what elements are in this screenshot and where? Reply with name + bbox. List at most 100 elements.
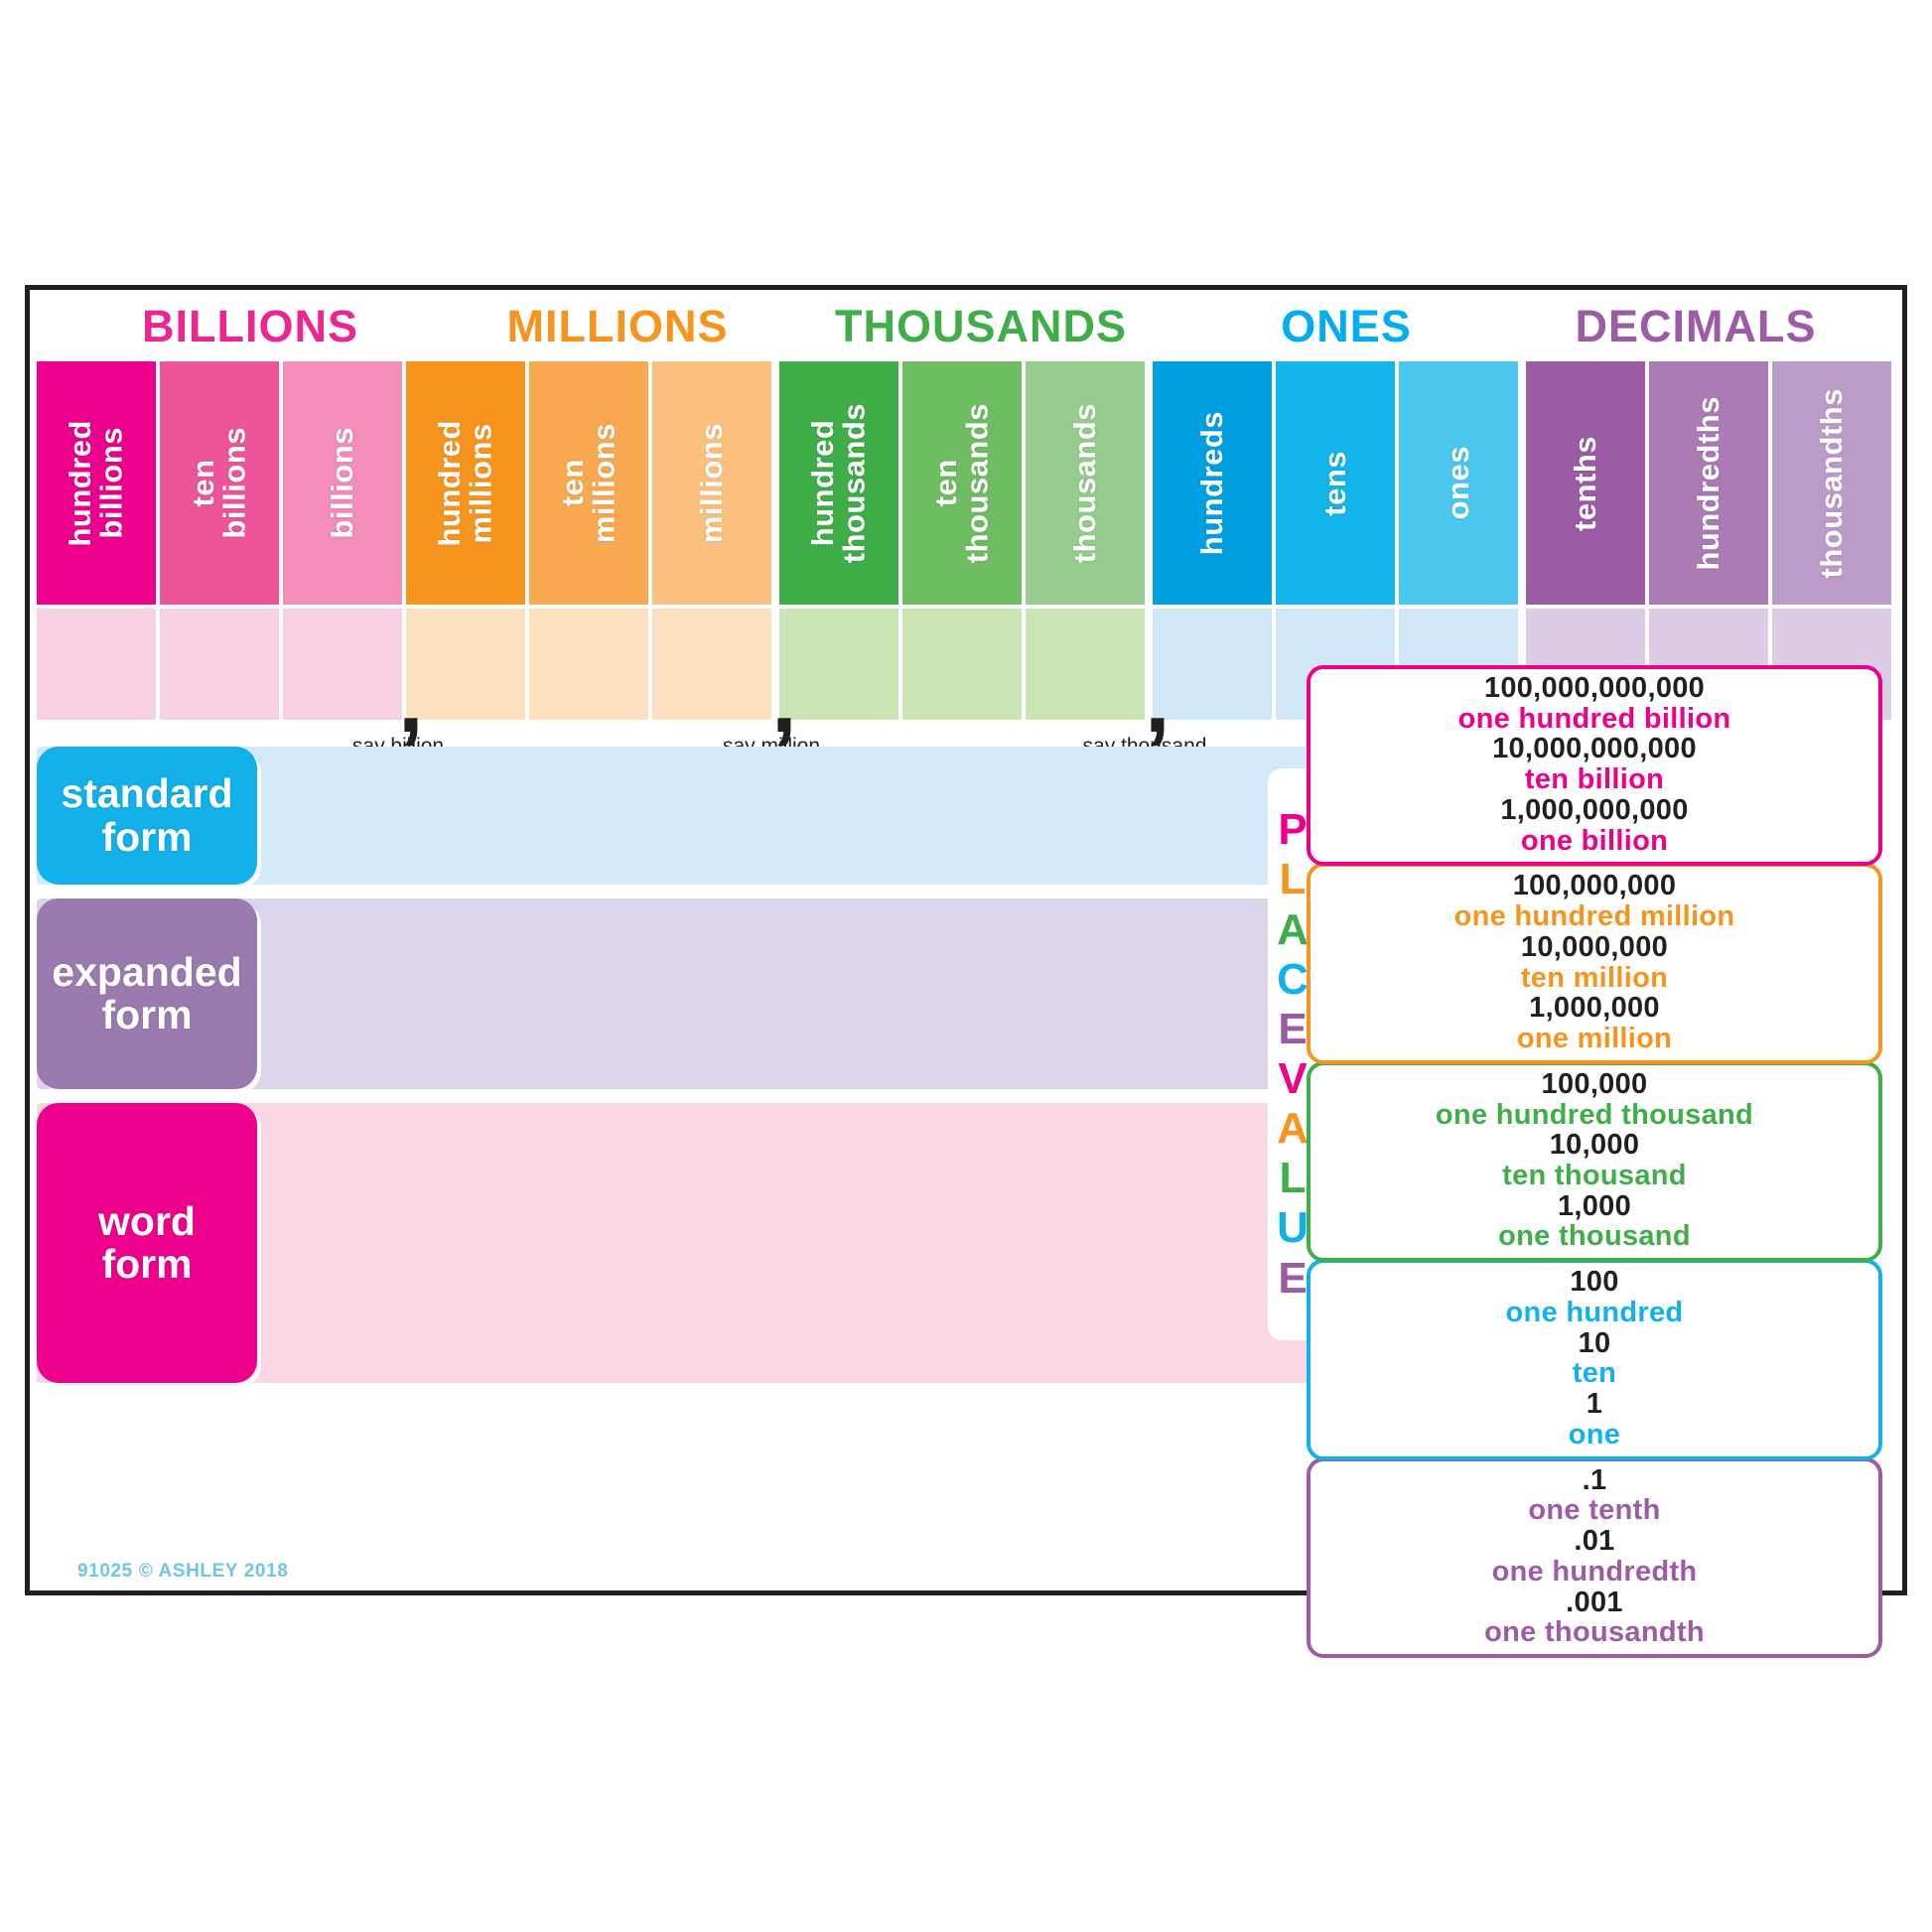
legend-number: 1 xyxy=(1586,1388,1603,1421)
place-value-column-thousands: thousands xyxy=(1026,361,1145,605)
place-value-column-hundred-billions: hundred billions xyxy=(37,361,156,605)
legend-word: one hundred thousand xyxy=(1435,1098,1754,1131)
column-label: hundreds xyxy=(1194,410,1230,556)
write-on-cell[interactable] xyxy=(283,609,402,720)
legend-number: 10,000,000,000 xyxy=(1492,733,1697,765)
form-row-word: word form xyxy=(37,1103,1462,1383)
place-value-letter: L xyxy=(1279,1154,1307,1203)
legend-word: ten xyxy=(1572,1357,1617,1390)
place-value-column-hundred-thousands: hundred thousands xyxy=(779,361,898,605)
place-value-column-billions: billions xyxy=(283,361,402,605)
write-on-cell[interactable] xyxy=(529,609,648,720)
legend-number: 100,000 xyxy=(1541,1067,1648,1100)
group-heading-millions: MILLIONS xyxy=(506,301,729,351)
form-row-label: word form xyxy=(98,1197,196,1287)
legend-number: 10,000 xyxy=(1549,1129,1640,1162)
form-row-label-tab: word form xyxy=(37,1103,257,1383)
form-row-writing-area[interactable] xyxy=(37,1103,1462,1383)
legend-number: 1,000,000 xyxy=(1529,992,1660,1025)
legend-number: 1,000,000,000 xyxy=(1500,793,1689,826)
legend-word: one tenth xyxy=(1528,1494,1661,1527)
place-value-letter: V xyxy=(1278,1054,1308,1103)
place-value-column-ones: ones xyxy=(1399,361,1518,605)
write-on-cell[interactable] xyxy=(902,609,1022,720)
form-row-label-tab: standard form xyxy=(37,747,257,885)
legend-number: .01 xyxy=(1574,1525,1615,1558)
place-value-letter: L xyxy=(1279,855,1307,904)
comma-separator-icon: , xyxy=(1145,650,1171,752)
column-label: thousandths xyxy=(1814,387,1850,579)
form-row-label: standard form xyxy=(61,770,233,860)
form-row-writing-area[interactable] xyxy=(37,898,1462,1089)
place-value-column-hundredths: hundredths xyxy=(1649,361,1768,605)
legend-word: one thousand xyxy=(1498,1220,1691,1253)
place-value-column-ten-thousands: ten thousands xyxy=(902,361,1022,605)
column-label: hundred thousands xyxy=(805,402,872,564)
column-label: ten millions xyxy=(555,422,621,544)
legend-number: 100,000,000 xyxy=(1512,870,1677,902)
form-row-expanded: expanded form xyxy=(37,898,1462,1089)
group-heading-thousands: THOUSANDS xyxy=(834,301,1127,351)
legend-word: one hundred million xyxy=(1453,900,1735,933)
place-value-column-hundred-millions: hundred millions xyxy=(406,361,525,605)
place-value-column-hundreds: hundreds xyxy=(1153,361,1272,605)
place-value-column-tenths: tenths xyxy=(1526,361,1645,605)
column-label: ten thousands xyxy=(928,402,995,564)
legend-number: 10,000,000 xyxy=(1520,930,1669,963)
place-value-letter: U xyxy=(1277,1203,1309,1253)
place-value-column-ten-billions: ten billions xyxy=(160,361,279,605)
column-label: hundred millions xyxy=(432,419,498,547)
place-value-column-band: hundred billions ten billions billions hund… xyxy=(37,361,1903,605)
column-label: thousands xyxy=(1067,402,1103,564)
write-on-cell[interactable] xyxy=(779,609,898,720)
place-value-letter: P xyxy=(1278,805,1308,855)
place-value-column-tens: tens xyxy=(1276,361,1395,605)
legend-word: one billion xyxy=(1520,824,1669,857)
write-on-cell[interactable] xyxy=(1153,609,1272,720)
legend-word: one hundredth xyxy=(1491,1555,1698,1587)
place-value-letter: E xyxy=(1278,1004,1308,1053)
column-label: ten billions xyxy=(186,427,252,539)
legend-word: ten thousand xyxy=(1502,1160,1687,1192)
copyright-credit: 91025 © ASHLEY 2018 xyxy=(77,1561,289,1582)
write-on-cell[interactable] xyxy=(652,609,771,720)
place-value-letter: A xyxy=(1277,1104,1309,1154)
write-on-cell[interactable] xyxy=(160,609,279,720)
legend-word: one million xyxy=(1516,1023,1673,1055)
place-value-column-thousandths: thousandths xyxy=(1772,361,1891,605)
column-label: tenths xyxy=(1568,435,1603,531)
column-label: millions xyxy=(694,422,730,544)
column-label: hundred billions xyxy=(63,419,129,547)
column-label: hundredths xyxy=(1691,395,1726,571)
comma-separator-icon: , xyxy=(771,650,797,752)
legend-number: 10 xyxy=(1578,1326,1611,1359)
legend-number: .001 xyxy=(1566,1586,1623,1618)
legend-word: ten billion xyxy=(1524,763,1665,796)
group-heading-decimals: DECIMALS xyxy=(1575,301,1817,351)
legend-number: 1,000 xyxy=(1557,1189,1632,1222)
form-row-label: expanded form xyxy=(52,948,242,1037)
legend-word: one hundred xyxy=(1505,1296,1684,1328)
legend-word: one hundred billion xyxy=(1457,702,1731,735)
form-row-label-tab: expanded form xyxy=(37,898,257,1089)
column-label: tens xyxy=(1317,450,1353,516)
legend-number: .1 xyxy=(1582,1463,1607,1496)
write-on-cell[interactable] xyxy=(406,609,525,720)
write-on-cell[interactable] xyxy=(1026,609,1145,720)
legend-number: 100 xyxy=(1570,1266,1619,1299)
write-on-cell[interactable] xyxy=(37,609,156,720)
legend-number: 100,000,000,000 xyxy=(1483,672,1706,704)
comma-separator-icon: , xyxy=(398,650,424,752)
legend-word: ten million xyxy=(1520,961,1669,994)
legend-word: one thousandth xyxy=(1484,1616,1705,1649)
place-value-column-ten-millions: ten millions xyxy=(529,361,648,605)
form-row-standard: standard form xyxy=(37,747,1462,885)
form-row-writing-area[interactable] xyxy=(37,747,1462,885)
